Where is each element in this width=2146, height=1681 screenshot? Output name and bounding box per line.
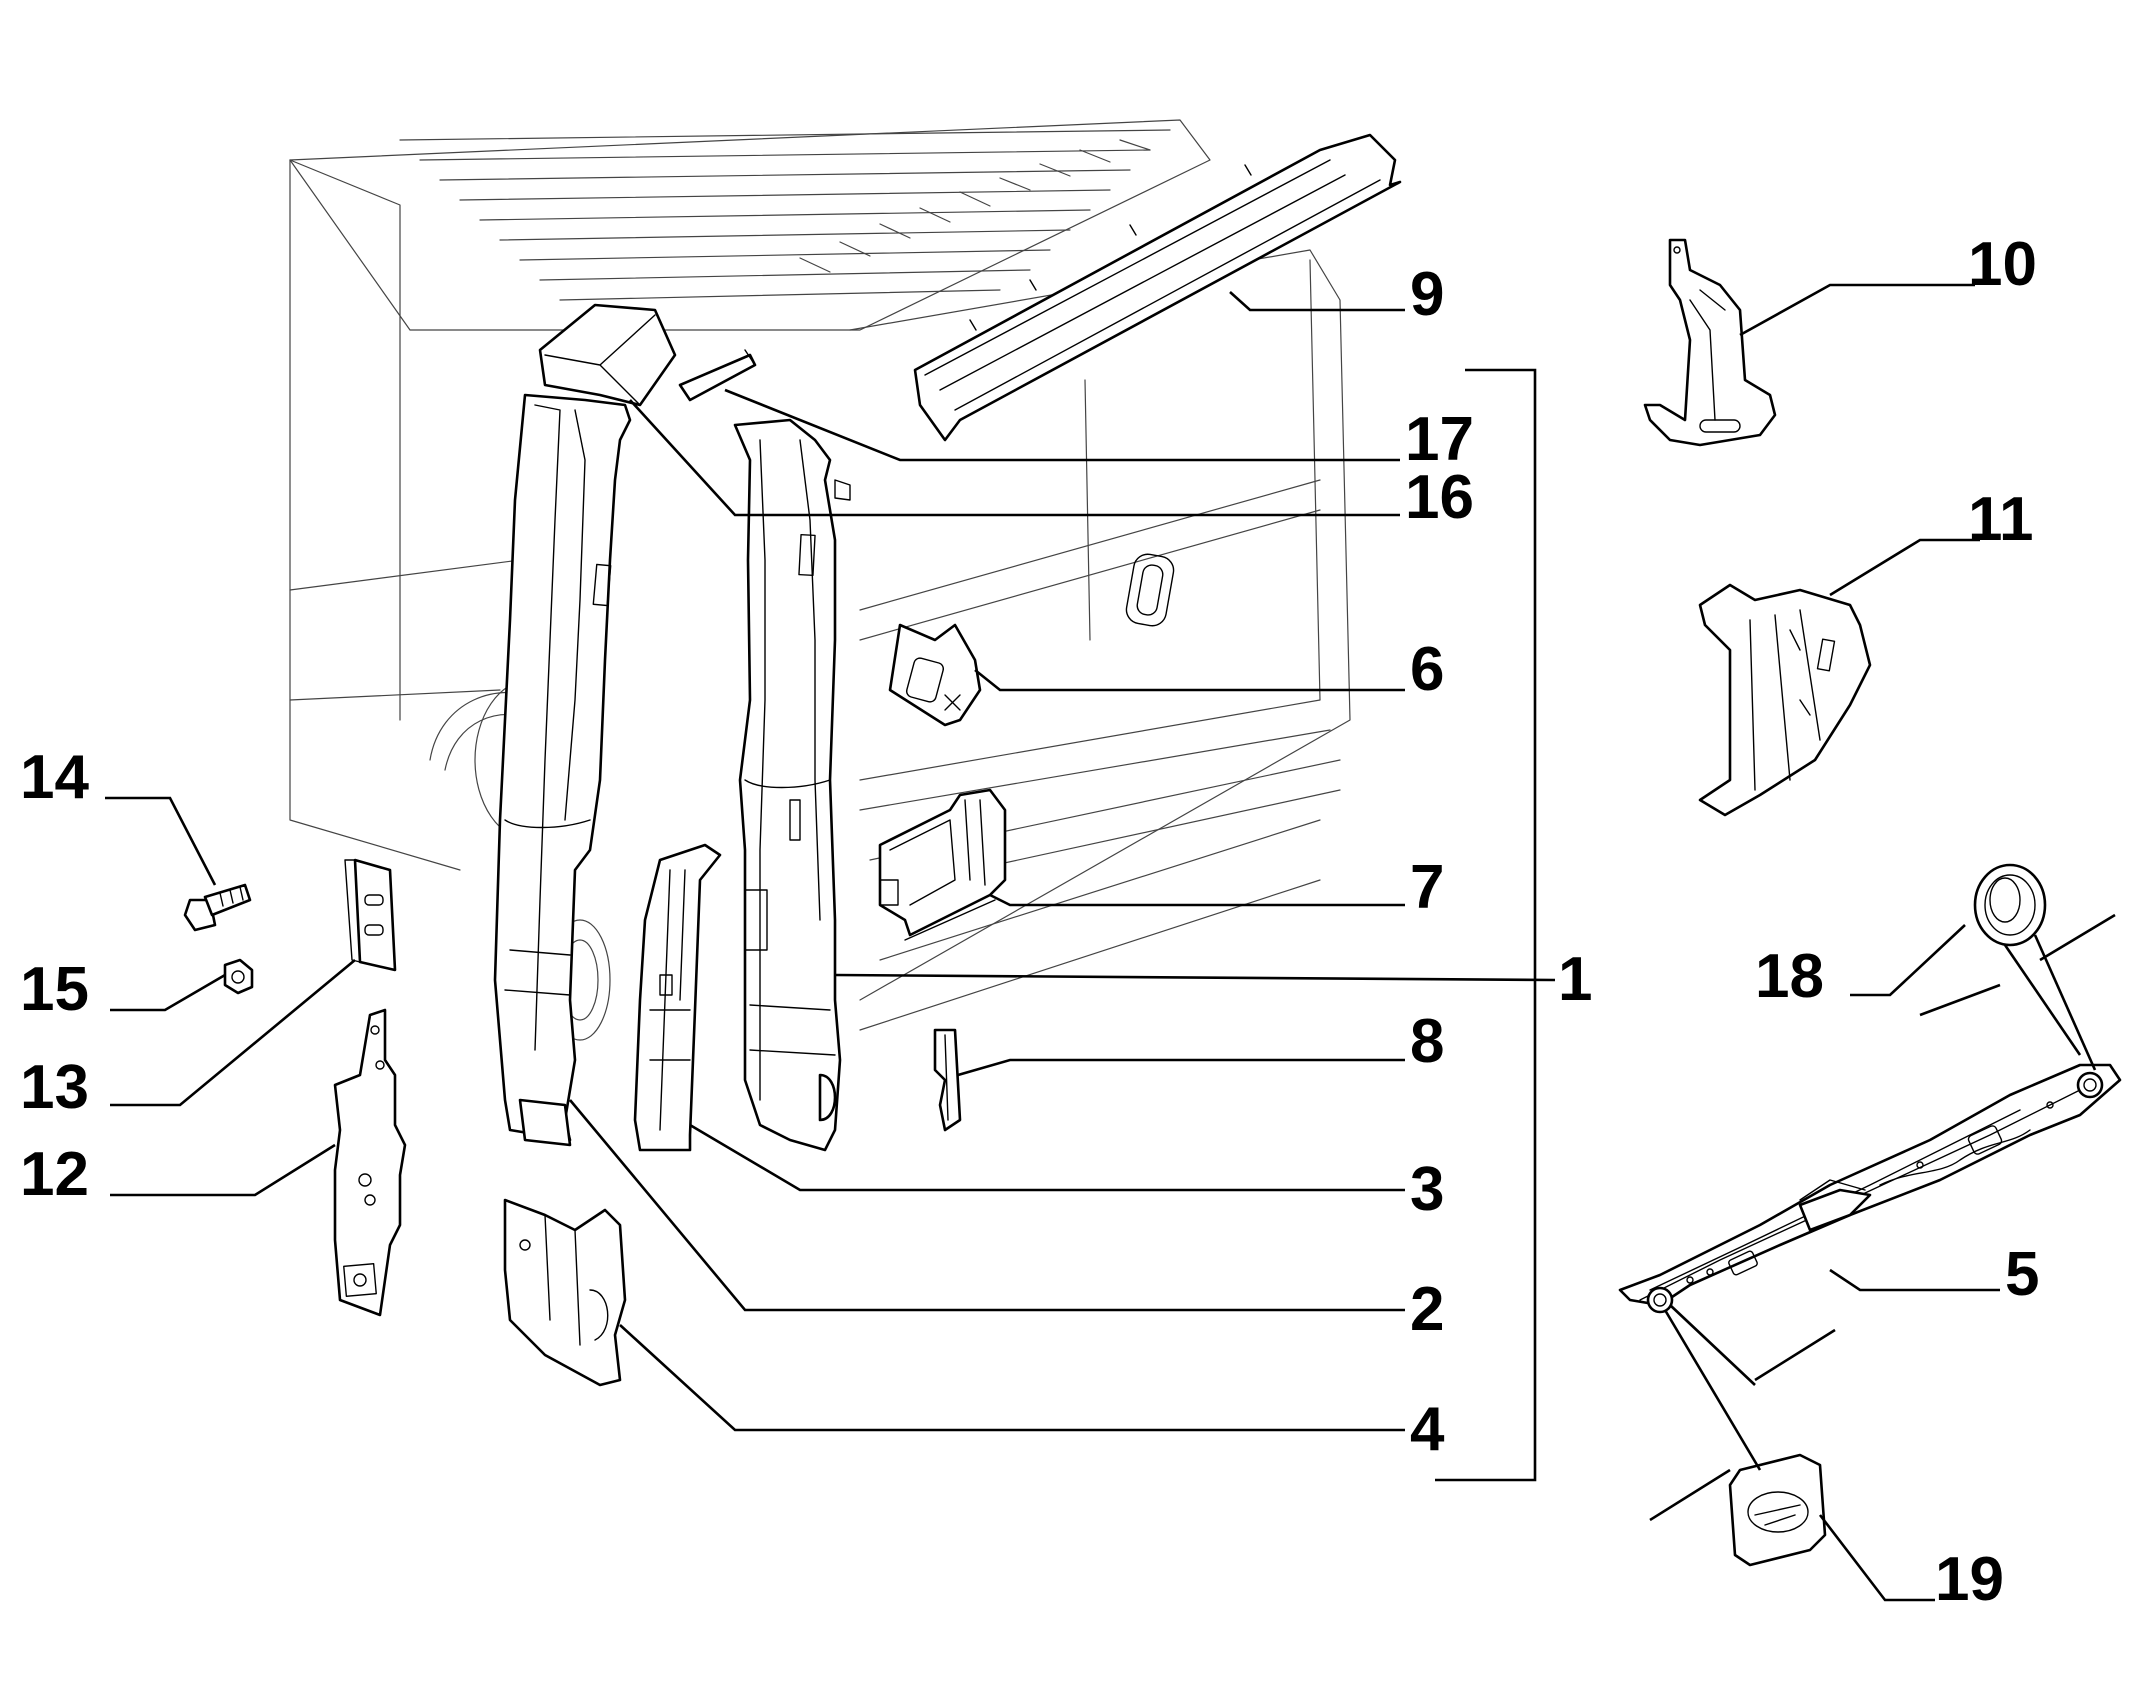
callout-6: 6 (1410, 635, 1444, 704)
part-1-main-pillar (733, 418, 851, 1152)
callout-5: 5 (2005, 1240, 2039, 1309)
callout-18: 18 (1755, 942, 1824, 1011)
part-7-lower-bracket (878, 788, 1007, 941)
part-9-roof-rail (913, 133, 1402, 442)
callout-4: 4 (1410, 1395, 1445, 1464)
callout-17: 17 (1405, 405, 1474, 474)
part-10-bracket (1643, 238, 1777, 447)
callout-12: 12 (20, 1140, 89, 1209)
callout-7: 7 (1410, 853, 1444, 922)
part-3-inner-panel (633, 843, 722, 1152)
callout-labels: 1 2 3 4 5 6 7 8 9 10 11 12 13 14 15 16 1… (20, 230, 2039, 1614)
part-8-strip (933, 1028, 962, 1132)
part-6-bracket (888, 623, 982, 727)
callout-16: 16 (1405, 463, 1474, 532)
van-body-outline (289, 119, 1351, 1041)
callout-14: 14 (20, 743, 89, 812)
part-11-bracket (1698, 583, 1872, 817)
callout-11: 11 (1968, 485, 2034, 554)
part-19-cover (1728, 1453, 1827, 1567)
part-18-grommet (1973, 863, 2047, 947)
callout-2: 2 (1410, 1275, 1444, 1344)
part-5-cross-member (1618, 1063, 2122, 1314)
callout-8: 8 (1410, 1007, 1444, 1076)
callout-13: 13 (20, 1053, 89, 1122)
callout-9: 9 (1410, 260, 1444, 329)
callout-15: 15 (20, 955, 89, 1024)
part-13-small-plate (344, 858, 397, 972)
callout-1: 1 (1558, 945, 1592, 1014)
part-4-lower-corner (503, 1198, 627, 1387)
part-15-nut (223, 958, 254, 995)
callout-3: 3 (1410, 1155, 1444, 1224)
part-17-small-bracket (678, 349, 757, 402)
part-16-corner-cap (538, 303, 677, 407)
part-14-bolt (183, 883, 252, 932)
part-12-plate (333, 1008, 407, 1317)
leader-lines (105, 283, 2116, 1602)
part-2-pillar-outer (493, 393, 632, 1147)
callout-10: 10 (1968, 230, 2037, 299)
callout-19: 19 (1935, 1545, 2004, 1614)
